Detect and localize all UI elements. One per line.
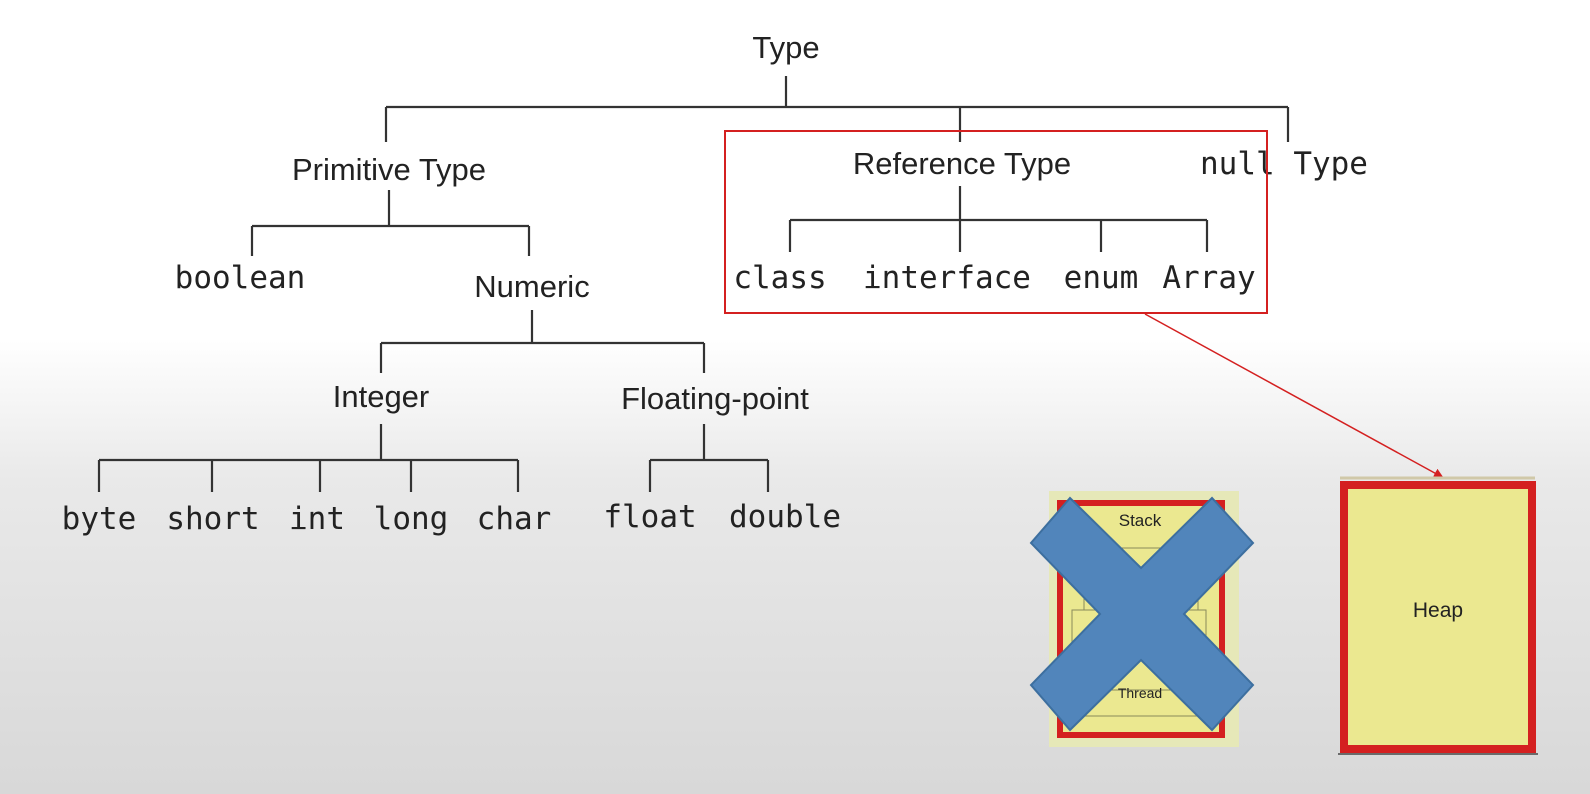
node-float: float <box>603 499 696 535</box>
reference-type-highlight-box <box>724 130 1268 314</box>
node-interface: interface <box>863 260 1031 296</box>
node-long: long <box>374 501 449 537</box>
node-enum: enum <box>1064 260 1139 296</box>
tree-labels: Type Primitive Type Reference Type null … <box>62 30 1368 537</box>
arrow-to-heap <box>1144 313 1444 478</box>
connector-reference <box>788 186 1209 252</box>
node-char: char <box>477 501 552 537</box>
node-double: double <box>729 499 841 535</box>
node-null-type: null Type <box>1200 146 1368 182</box>
node-numeric: Numeric <box>474 269 589 304</box>
node-byte: byte <box>62 501 137 537</box>
heap-memory-block: Heap <box>1338 476 1538 755</box>
thread-label: Thread <box>1118 685 1162 701</box>
node-boolean: boolean <box>175 260 306 296</box>
heap-label: Heap <box>1413 599 1463 622</box>
node-array: Array <box>1162 260 1255 296</box>
connector-type <box>384 76 1290 142</box>
cross-out-icon <box>1029 496 1255 732</box>
connector-integer <box>97 424 520 492</box>
heap-box <box>1340 481 1536 753</box>
stack-memory-block: Stack Thread <box>1029 491 1255 747</box>
node-integer: Integer <box>333 379 430 414</box>
stack-label: Stack <box>1119 511 1162 530</box>
node-type: Type <box>752 30 819 65</box>
node-short: short <box>166 501 259 537</box>
node-floating-point: Floating-point <box>621 381 809 416</box>
connector-primitive <box>250 190 531 256</box>
connector-numeric <box>379 310 706 373</box>
node-class: class <box>733 260 826 296</box>
node-int: int <box>289 501 345 537</box>
node-primitive-type: Primitive Type <box>292 152 486 187</box>
connector-floating-point <box>648 424 770 492</box>
tree-connectors <box>97 76 1290 492</box>
node-reference-type: Reference Type <box>853 146 1071 181</box>
